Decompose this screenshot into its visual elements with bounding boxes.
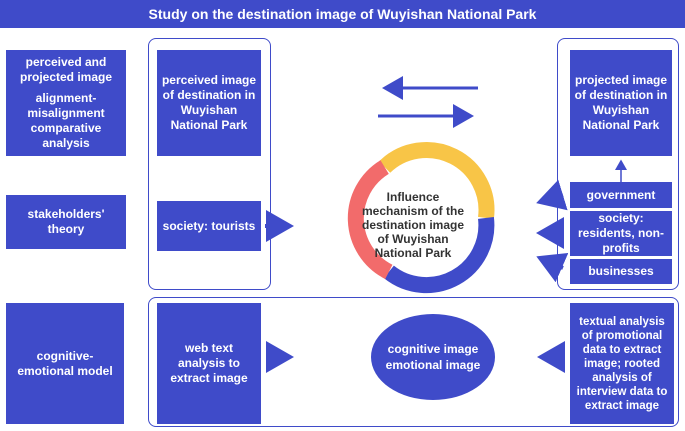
influence-mechanism-ring (347, 142, 495, 294)
exchange-arrows (378, 76, 478, 128)
cognitive-emotional-model-label: cognitive-emotional model (6, 303, 124, 424)
perceived-projected-comparison-label: perceived and projected image alignment-… (6, 50, 126, 156)
perceived-image-box: perceived image of destination in Wuyish… (157, 50, 261, 156)
influence-mechanism-text: Influence mechanism of the destination i… (361, 190, 465, 260)
ring-segment-blue (383, 216, 495, 294)
ring-segment-yellow (379, 142, 495, 219)
projected-image-box: projected image of destination in Wuyish… (570, 50, 672, 156)
emotional-image-text: emotional image (385, 358, 481, 372)
right-stakeholder-frame (557, 38, 679, 290)
comparison-label-line1: perceived and projected image (19, 55, 113, 84)
textual-analysis-box: textual analysis of promotional data to … (570, 303, 674, 424)
cognitive-image-text: cognitive image (387, 342, 479, 356)
ellipse-text: cognitive image emotional image (375, 332, 491, 382)
comparison-label-line2: alignment-misalignment comparative analy… (27, 91, 105, 150)
society-tourists-box: society: tourists (157, 201, 261, 251)
bottom-frame (148, 297, 679, 427)
page-title: Study on the destination image of Wuyish… (0, 0, 685, 28)
arrow-government-to-ring (536, 179, 568, 211)
stakeholders-theory-label: stakeholders' theory (6, 195, 126, 249)
cognitive-emotional-ellipse (371, 314, 495, 400)
left-stakeholder-frame (148, 38, 271, 290)
businesses-box: businesses (570, 259, 672, 284)
society-residents-box: society: residents, non-profits (570, 211, 672, 256)
ring-segment-red (347, 160, 393, 280)
web-text-analysis-box: web text analysis to extract image (157, 303, 261, 424)
government-box: government (570, 182, 672, 208)
arrow-businesses-to-ring (536, 252, 569, 283)
